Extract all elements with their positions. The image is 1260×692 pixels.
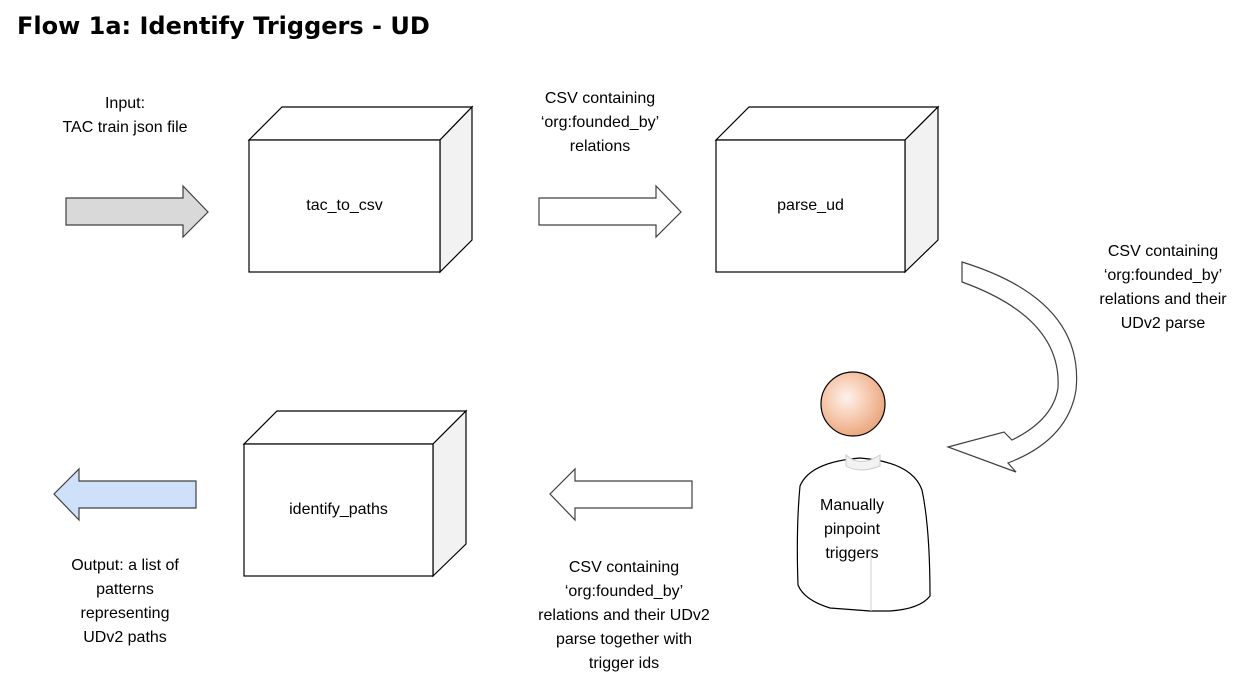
curved-arrow-to-person: [946, 261, 1078, 473]
tac-to-csv-box: [247, 105, 474, 274]
person-neck: [845, 453, 881, 471]
parse-ud-label: parse_ud: [777, 197, 844, 214]
person-body: [796, 457, 931, 612]
output-label: Output: a list of patterns representing …: [71, 557, 179, 646]
input-arrow: [65, 184, 209, 239]
input-label: Input: TAC train json file: [62, 95, 188, 136]
person-figure: [796, 371, 931, 612]
diagram-title: Flow 1a: Identify Triggers - UD: [17, 12, 430, 40]
output-arrow: [53, 467, 197, 522]
csv-with-parse-label: CSV containing ‘org:founded_by’ relation…: [1099, 243, 1227, 332]
arrow-to-parse-ud: [538, 184, 682, 239]
parse-ud-box: [714, 105, 940, 274]
person-head: [820, 371, 886, 437]
tac-to-csv-label: tac_to_csv: [306, 197, 383, 214]
person-label: Manually pinpoint triggers: [819, 497, 885, 562]
identify-paths-label: identify_paths: [289, 501, 388, 518]
identify-paths-box: [242, 409, 468, 578]
csv-founded-by-label: CSV containing ‘org:founded_by’ relation…: [540, 90, 660, 155]
arrow-to-identify-paths: [549, 467, 693, 522]
csv-with-triggers-label: CSV containing ‘org:founded_by’ relation…: [538, 559, 710, 672]
